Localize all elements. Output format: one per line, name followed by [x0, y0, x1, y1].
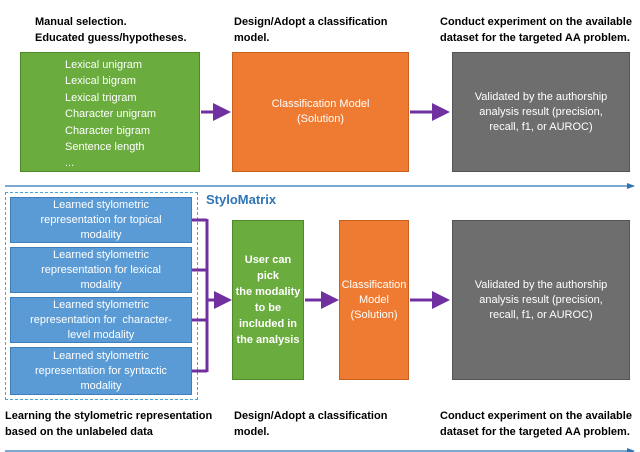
picker-line: User can pick	[244, 254, 292, 282]
top-caption-right-line2: dataset for the targeted AA problem.	[440, 32, 630, 44]
feature-list-box: Lexical unigram Lexical bigram Lexical t…	[20, 52, 200, 172]
bottom-model-line: (Solution)	[350, 308, 398, 321]
modality-line: modality	[80, 278, 122, 291]
bottom-caption-left-line2: based on the unlabeled data	[5, 426, 153, 438]
feature-item: Character unigram	[65, 108, 157, 121]
bottom-caption-left-line1: Learning the stylometric representation	[5, 410, 213, 422]
top-caption-mid-line1: Design/Adopt a classification	[234, 16, 388, 28]
bottom-caption-right-line2: dataset for the targeted AA problem.	[440, 426, 630, 438]
top-validation-line2: analysis result (precision,	[479, 105, 603, 118]
bottom-caption-mid-line2: model.	[234, 426, 270, 438]
picker-line: the analysis	[236, 334, 300, 346]
modality-picker-box: User can pick the modality to be include…	[232, 220, 304, 380]
feature-item: Lexical unigram	[65, 59, 143, 71]
top-caption-left: Manual selection. Educated guess/hypothe…	[35, 14, 187, 46]
bottom-validation-box: Validated by the authorship analysis res…	[452, 220, 630, 380]
bottom-model-line: Classification	[341, 278, 407, 291]
top-caption-mid: Design/Adopt a classification model.	[234, 14, 387, 46]
modality-line: representation for syntactic	[34, 364, 168, 377]
bottom-validation-line3: recall, f1, or AUROC)	[489, 308, 593, 321]
modality-box-topical: Learned stylometric representation for t…	[10, 197, 192, 243]
modality-line: modality	[80, 228, 122, 241]
top-validation-line1: Validated by the authorship	[474, 90, 608, 103]
modality-line: Learned stylometric	[53, 248, 149, 261]
top-classification-model-box: Classification Model (Solution)	[232, 52, 409, 172]
top-model-line1: Classification Model	[271, 98, 370, 110]
modality-line: representation for character-	[30, 313, 172, 326]
feature-item: Lexical trigram	[65, 91, 137, 104]
picker-line: to be	[254, 302, 282, 314]
top-model-line2: (Solution)	[296, 113, 345, 125]
bottom-validation-line1: Validated by the authorship	[474, 278, 608, 291]
modality-line: level modality	[67, 328, 135, 341]
feature-item: ...	[65, 157, 75, 170]
top-caption-left-line2: Educated guess/hypotheses.	[35, 32, 187, 44]
bottom-caption-right-line1: Conduct experiment on the available	[440, 410, 632, 422]
top-caption-right-line1: Conduct experiment on the available	[440, 16, 632, 28]
picker-line: the modality	[235, 286, 301, 298]
bottom-validation-line2: analysis result (precision,	[479, 293, 603, 306]
top-validation-box: Validated by the authorship analysis res…	[452, 52, 630, 172]
top-caption-mid-line2: model.	[234, 32, 270, 44]
bottom-classification-model-box: Classification Model (Solution)	[339, 220, 409, 380]
modality-line: modality	[80, 379, 122, 392]
bottom-caption-right: Conduct experiment on the available data…	[440, 408, 632, 440]
bottom-caption-mid-line1: Design/Adopt a classification	[234, 410, 388, 422]
modality-line: representation for lexical	[41, 263, 161, 276]
modality-line: Learned stylometric	[53, 198, 149, 211]
modality-line: Learned stylometric	[53, 298, 149, 311]
stylomatrix-label: StyloMatrix	[206, 192, 277, 207]
modality-line: representation for topical	[40, 213, 162, 226]
feature-item: Character bigram	[65, 124, 150, 137]
picker-line: included in	[238, 318, 298, 330]
bottom-caption-left: Learning the stylometric representation …	[5, 408, 212, 440]
modality-line: Learned stylometric	[53, 349, 149, 362]
modality-box-character: Learned stylometric representation for c…	[10, 297, 192, 343]
top-caption-left-line1: Manual selection.	[35, 16, 127, 28]
feature-item: Lexical bigram	[65, 75, 136, 88]
modality-box-lexical: Learned stylometric representation for l…	[10, 247, 192, 293]
bottom-model-line: Model	[359, 293, 389, 306]
modality-box-syntactic: Learned stylometric representation for s…	[10, 347, 192, 395]
feature-item: Sentence length	[65, 141, 145, 154]
top-caption-right: Conduct experiment on the available data…	[440, 14, 632, 46]
top-validation-line3: recall, f1, or AUROC)	[489, 120, 593, 133]
stylomatrix-group	[5, 192, 198, 400]
bottom-caption-mid: Design/Adopt a classification model.	[234, 408, 387, 440]
